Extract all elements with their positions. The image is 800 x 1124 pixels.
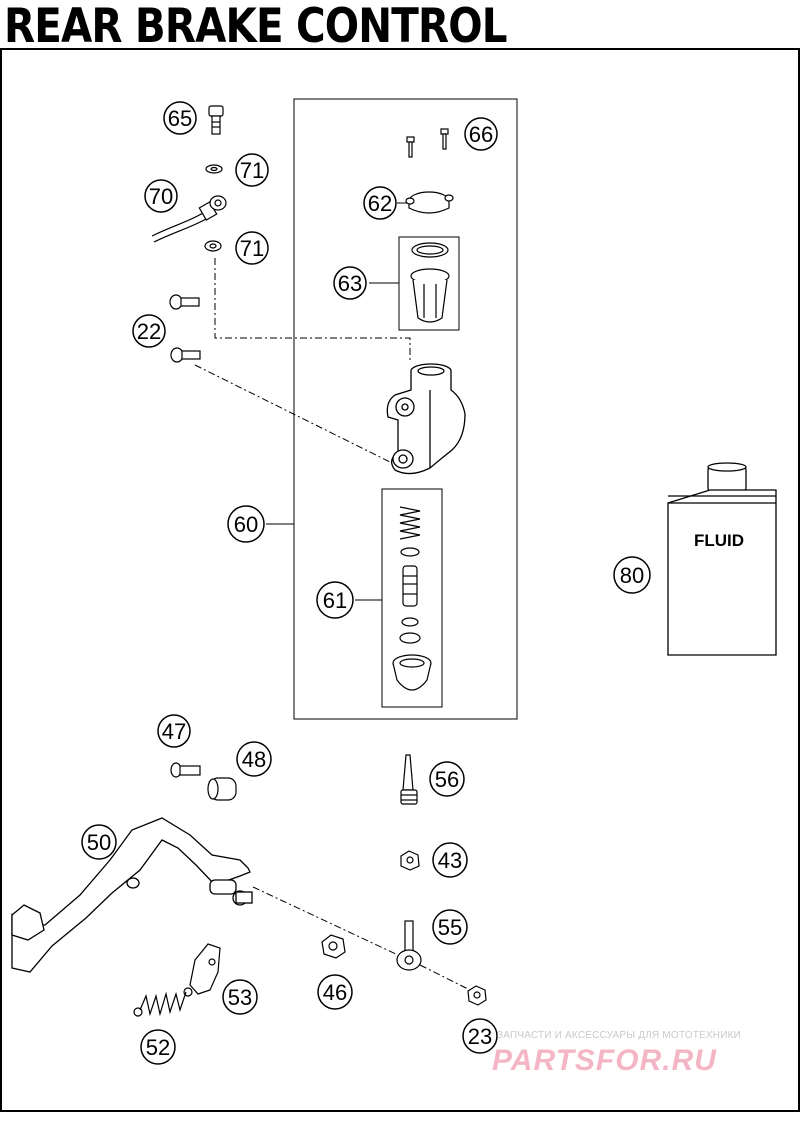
svg-text:66: 66: [469, 122, 493, 147]
bushing-part: [207, 777, 237, 801]
svg-text:56: 56: [435, 767, 459, 792]
master-cylinder-body-part: [386, 363, 466, 475]
svg-text:23: 23: [468, 1024, 492, 1049]
callout-66: 66: [464, 117, 498, 151]
master-cylinder-group-box: [293, 98, 518, 720]
svg-text:71: 71: [240, 236, 264, 261]
piston-spring-part: [399, 506, 421, 557]
cover-screw-part: [406, 128, 449, 158]
callout-group: 65 66 71 70 62 71 63 22 60 61 80 47 48 5…: [81, 101, 651, 1065]
svg-text:62: 62: [368, 191, 392, 216]
fluid-bottle-label: FLUID: [694, 531, 744, 550]
piston-kit-group-box: [381, 488, 443, 708]
leader-lines: [194, 202, 471, 991]
svg-text:70: 70: [149, 184, 173, 209]
spring-plate-part: [189, 943, 221, 995]
callout-47: 47: [157, 714, 191, 748]
callout-55: 55: [432, 909, 468, 945]
svg-text:22: 22: [137, 319, 161, 344]
brake-line-part: [151, 195, 227, 243]
callout-53: 53: [222, 979, 258, 1015]
callout-80: 80: [613, 556, 651, 594]
svg-text:47: 47: [162, 719, 186, 744]
svg-text:65: 65: [168, 106, 192, 131]
svg-text:55: 55: [438, 915, 462, 940]
piston-part: [399, 565, 421, 644]
brake-pedal-part: [11, 817, 253, 973]
sealing-washer-part: [204, 240, 222, 252]
pivot-nut-part: [321, 934, 346, 959]
lock-nut-part: [400, 850, 420, 871]
svg-text:48: 48: [242, 747, 266, 772]
clevis-part: [396, 920, 422, 971]
svg-text:46: 46: [323, 980, 347, 1005]
pushrod-part: [400, 754, 418, 805]
svg-text:61: 61: [323, 588, 347, 613]
callout-63: 63: [333, 266, 367, 300]
svg-text:53: 53: [228, 985, 252, 1010]
callout-43: 43: [432, 842, 468, 878]
callout-65: 65: [163, 101, 197, 135]
callout-56: 56: [429, 761, 465, 797]
pivot-bolt-part: [170, 762, 201, 778]
callout-60: 60: [227, 505, 265, 543]
svg-text:50: 50: [87, 830, 111, 855]
reservoir-cover-part: [405, 191, 454, 214]
return-spring-part: [133, 987, 193, 1017]
mounting-bolt-part: [170, 347, 201, 363]
callout-48: 48: [236, 741, 272, 777]
svg-text:43: 43: [438, 848, 462, 873]
callout-61: 61: [316, 581, 354, 619]
svg-text:60: 60: [234, 512, 258, 537]
boot-part: [392, 654, 432, 691]
callout-62: 62: [363, 186, 397, 220]
callout-52: 52: [140, 1029, 176, 1065]
svg-text:52: 52: [146, 1035, 170, 1060]
watermark-brand-logo: PARTSFOR.RU: [492, 1044, 717, 1077]
svg-text:71: 71: [240, 158, 264, 183]
callout-22: 22: [132, 314, 166, 348]
mounting-bolt-part: [169, 294, 200, 310]
sealing-washer-part: [205, 164, 223, 174]
watermark-tagline: ЗАПЧАСТИ И АКСЕССУАРЫ ДЛЯ МОТОТЕХНИКИ: [497, 1030, 742, 1041]
reservoir-insert-part: [410, 242, 450, 323]
brake-fluid-bottle-part: [667, 462, 777, 656]
banjo-bolt-part: [208, 105, 224, 135]
clevis-nut-part: [467, 985, 487, 1006]
callout-46: 46: [317, 974, 353, 1010]
svg-text:80: 80: [620, 563, 644, 588]
callout-50: 50: [81, 824, 117, 860]
callout-71-lower: 71: [235, 231, 269, 265]
callout-23: 23: [462, 1018, 498, 1054]
callout-70: 70: [144, 179, 178, 213]
diagram-title: REAR BRAKE CONTROL: [4, 0, 507, 54]
callout-71: 71: [235, 153, 269, 187]
svg-text:63: 63: [338, 271, 362, 296]
